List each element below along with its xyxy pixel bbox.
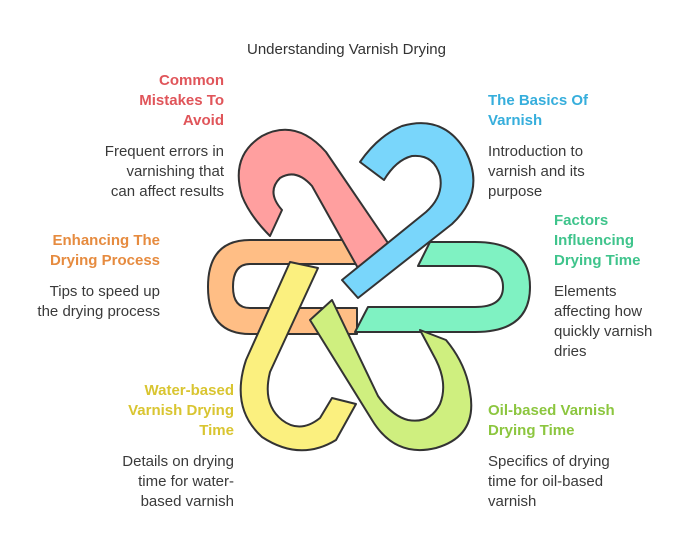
enhancing-heading: Enhancing The Drying Process [49, 232, 160, 269]
basics-block: The Basics Of Varnish Introduction to va… [488, 91, 668, 202]
water-description: Details on drying time for water- based … [122, 453, 234, 510]
mistakes-loop-shape [237, 128, 391, 287]
enhancing-block: Enhancing The Drying Process Tips to spe… [10, 231, 160, 322]
basics-heading: The Basics Of Varnish [488, 92, 589, 129]
basics-loop-shape [341, 122, 475, 299]
factors-description: Elements affecting how quickly varnish d… [554, 283, 653, 360]
diagram-title: Understanding Varnish Drying [247, 41, 446, 58]
mistakes-description: Frequent errors in varnishing that can a… [104, 143, 224, 200]
basics-description: Introduction to varnish and its purpose [488, 143, 585, 200]
factors-loop-shape [354, 241, 531, 333]
mistakes-heading: Common Mistakes To Avoid [139, 72, 224, 129]
water-heading: Water-based Varnish Drying Time [128, 382, 234, 439]
enhancing-description: Tips to speed up the drying process [37, 283, 160, 320]
mistakes-block: Common Mistakes To Avoid Frequent errors… [40, 71, 224, 202]
water-block: Water-based Varnish Drying Time Details … [40, 381, 234, 512]
factors-block: Factors Influencing Drying Time Elements… [554, 211, 689, 362]
oil-heading: Oil-based Varnish Drying Time [488, 402, 615, 439]
oil-block: Oil-based Varnish Drying Time Specifics … [488, 401, 668, 512]
oil-loop-shape [309, 299, 473, 452]
water-loop-shape [239, 261, 357, 452]
oil-description: Specifics of drying time for oil-based v… [488, 453, 610, 510]
factors-heading: Factors Influencing Drying Time [554, 212, 641, 269]
